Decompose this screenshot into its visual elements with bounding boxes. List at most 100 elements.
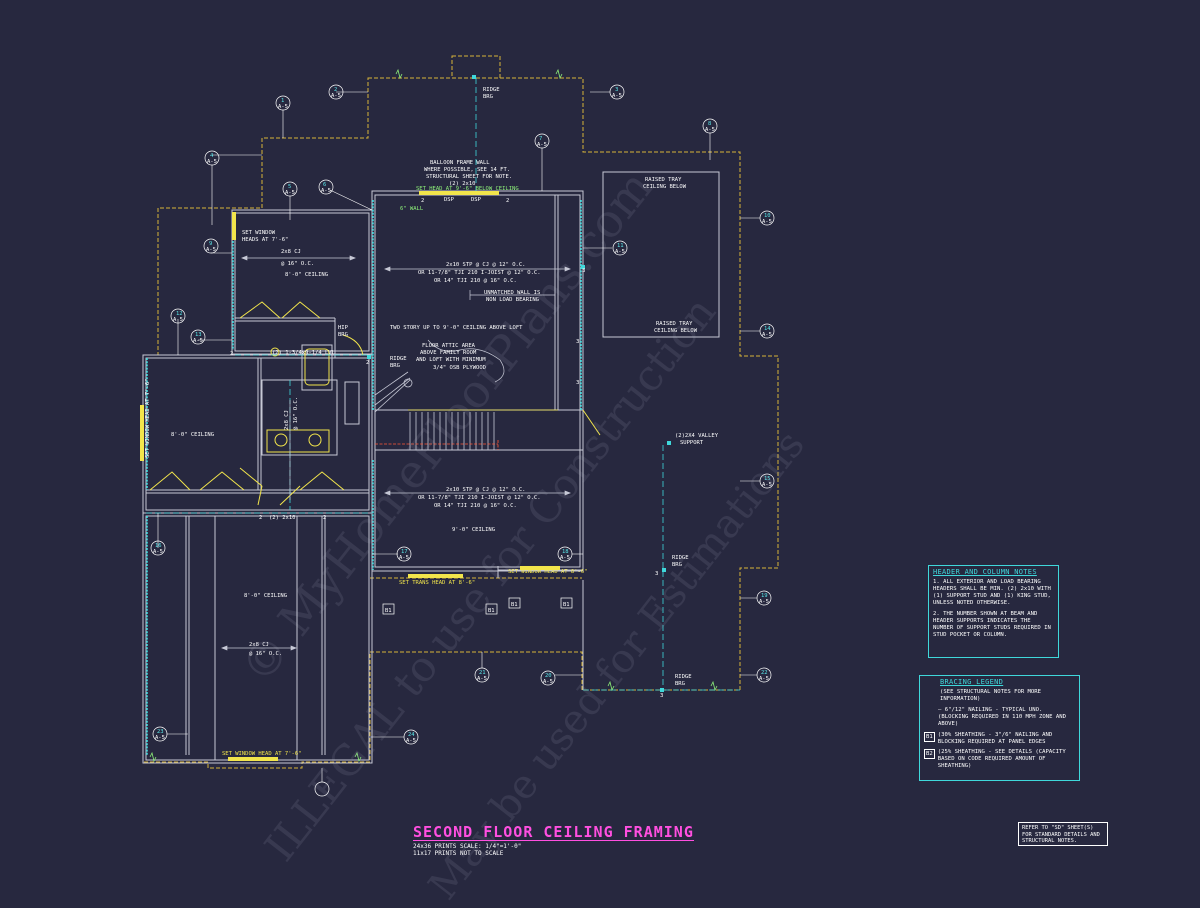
header-note-1: 1. ALL EXTERIOR AND LOAD BEARING HEADERS… [933,579,1051,606]
section-number: 9 [209,241,212,247]
stud-count: 3 [582,268,585,274]
section-ref: A-5 [173,317,183,323]
section-circles [150,84,775,797]
stair-handrail [375,440,499,450]
section-number: 23 [157,729,164,735]
bracing-legend-subtitle: (SEE STRUCTURAL NOTES FOR MORE INFORMATI… [940,689,1042,702]
b1-tag-1: B1 [385,608,392,614]
ridge-brg-top-label-2: BRG [483,94,493,100]
raised-tray-bottom-label-2: CEILING BELOW [654,328,698,334]
b2-tag-icon: B2 [924,749,935,759]
valley-support-label: (2)2X4 VALLEY [675,433,719,439]
joist-lower-label-2: OR 11-7/8" TJI 210 I-JOIST @ 12" O.C. [418,495,541,501]
section-number: 3 [615,87,618,93]
stud-count: 2 [421,198,424,204]
stairs [374,371,495,450]
drawing-title: SECOND FLOOR CEILING FRAMING [413,823,694,841]
section-ref: A-5 [193,338,203,344]
dsp-label-1: DSP [444,197,455,203]
section-ref: A-5 [759,676,769,682]
ridge-lines [146,78,740,691]
header-2x10-label: (2) 2x10 [269,515,296,521]
ceiling-upper-label: 8'-0" CEILING [285,272,328,278]
ridge-brg-bottom-label-2: BRG [675,681,685,687]
set-head-top-label: SET HEAD AT 9'-6" BELOW CEILING [416,186,519,192]
balloon-frame-label: BALLOON FRAME WALL [430,160,490,166]
bracing-tags [382,597,573,615]
stud-count: 2 [323,515,326,521]
hip-brg-label: HIP [338,325,349,331]
section-number: 8 [708,121,711,127]
section-ref: A-5 [543,679,553,685]
two-story-label: TWO STORY UP TO 9'-0" CEILING ABOVE LOFT [390,325,523,331]
six-inch-wall-label: 6" WALL [400,206,424,212]
plan-labels: RIDGE BRG BALLOON FRAME WALL WHERE POSSI… [145,87,719,757]
section-number: 16 [155,543,162,549]
cj-mid-label-2: @ 16" O.C. [293,397,299,430]
bracing-legend: BRACING LEGEND (SEE STRUCTURAL NOTES FOR… [919,675,1080,781]
span-arrows [221,255,571,651]
dsp-label-2: DSP [471,197,482,203]
balloon-frame-label-3: STRUCTURAL SHEET FOR NOTE. [426,174,512,180]
section-number: 18 [562,549,569,555]
section-number: 1 [281,98,284,104]
stud-count: 2 [259,515,262,521]
section-number: 12 [176,311,183,317]
stud-count-labels: 2 2 2 3 3 3 2 2 3 2 3 [230,198,663,699]
section-ref: A-5 [612,93,622,99]
bracing-legend-title: BRACING LEGEND [940,678,1004,686]
stud-count: 3 [576,380,579,386]
section-number: 17 [401,549,408,555]
set-trans-head-label: SET TRANS HEAD AT 8'-6" [399,580,475,586]
joist-upper-label: 2x10 STP @ CJ @ 12" O.C. [446,262,525,268]
stud-count: 3 [576,339,579,345]
section-number: 22 [761,670,768,676]
section-ref: A-5 [321,188,331,194]
ridge-brg-right-label: RIDGE [672,555,689,561]
set-window-heads-label: SET WINDOW [242,230,276,236]
section-ref: A-5 [207,159,217,165]
cj-upper-left-label: 2x8 CJ [281,249,301,255]
section-ref: A-5 [285,190,295,196]
bracing-legend-item-1: — 6"/12" NAILING - TYPICAL UNO. (BLOCKIN… [938,707,1066,727]
section-number: 20 [545,673,552,679]
attic-label-2: ABOVE FAMILY ROOM [420,350,477,356]
section-number: 4 [210,153,214,159]
bracing-legend-row-3: B2 (25% SHEATHING - SEE DETAILS (CAPACIT… [924,749,1075,770]
attic-label-3: AND LOFT WITH MINIMUM [416,357,486,363]
section-number: 14 [764,326,771,332]
section-ref: A-5 [762,332,772,338]
section-number: 6 [323,182,326,188]
balloon-frame-label-2: WHERE POSSIBLE, SEE 14 FT. [424,167,510,173]
scale-note-2: 11x17 PRINTS NOT TO SCALE [413,850,504,857]
stud-count: 3 [660,693,663,699]
attic-label-4: 3/4" OSB PLYWOOD [433,365,486,371]
section-ref: A-5 [153,549,163,555]
scale-note-1: 24x36 PRINTS SCALE: 1/4"=1'-0" [413,843,522,850]
attic-label: FLOOR ATTIC AREA [422,343,476,349]
roof-eave-outline [142,55,779,769]
bracing-legend-item-2: (30% SHEATHING - 3"/6" NAILING AND BLOCK… [937,732,1053,745]
bearing-markers [367,75,671,692]
section-number: 5 [288,184,291,190]
raised-tray-top-label-2: CEILING BELOW [643,184,687,190]
ceiling-left-label: 8'-0" CEILING [171,432,214,438]
ridge-brg-right-label-2: BRG [672,562,682,568]
joist-upper-label-3: OR 14" TJI 210 @ 16" O.C. [434,278,517,284]
section-ref: A-5 [331,93,341,99]
section-number: 24 [408,732,415,738]
set-window-heads-label-2: HEADS AT 7'-6" [242,237,288,243]
break-symbols [149,68,718,763]
section-callouts [157,91,760,782]
cj-garage-label: 2x8 CJ [249,642,269,648]
section-number: 7 [539,136,542,142]
section-number: 15 [764,476,771,482]
drawing-title-block: SECOND FLOOR CEILING FRAMING 24x36 PRINT… [413,822,833,857]
raised-tray-top-label: RAISED TRAY [645,177,682,183]
b1-tag-icon: B1 [924,732,935,742]
header-bars [140,191,560,761]
joist-lower-label-3: OR 14" TJI 210 @ 16" O.C. [434,503,517,509]
section-number: 19 [761,593,768,599]
b1-tag-4: B1 [563,602,570,608]
